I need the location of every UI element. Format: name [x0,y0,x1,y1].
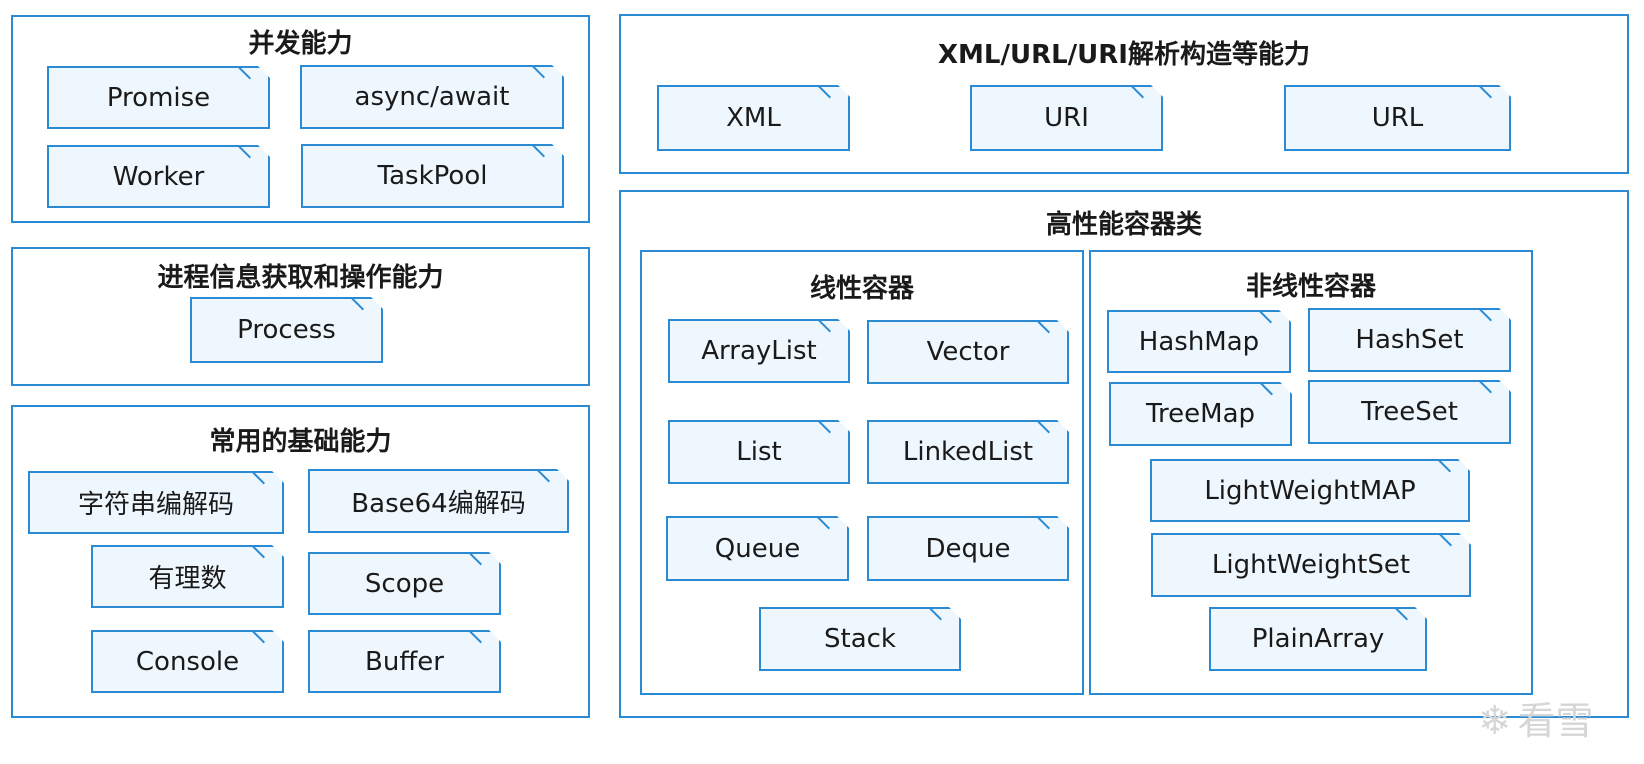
console-box: Console [91,630,284,693]
linear-container-title: 线性容器 [809,274,914,304]
rational-box: 有理数 [91,545,284,608]
plainarray-box: PlainArray [1209,607,1427,671]
buffer-box: Buffer [308,630,501,693]
async-await-box: async/await [300,65,564,129]
lightweightset-box: LightWeightSet [1151,533,1471,597]
arraylist-box: ArrayList [668,319,850,383]
common-title: 常用的基础能力 [209,427,392,457]
lightweightmap-box: LightWeightMAP [1150,459,1470,522]
url-box: URL [1284,85,1511,151]
xml-box: XML [657,85,850,151]
snowflake-icon: ❄ [1478,698,1512,744]
queue-box: Queue [666,516,849,581]
nonlinear-container-title: 非线性容器 [1245,272,1376,302]
process-box: Process [190,297,383,363]
worker-box: Worker [47,145,270,208]
taskpool-box: TaskPool [301,144,564,208]
treeset-box: TreeSet [1308,380,1511,444]
treemap-box: TreeMap [1109,382,1292,446]
watermark: ❄看雪 [1478,690,1594,745]
hashmap-box: HashMap [1107,310,1291,373]
scope-box: Scope [308,552,501,615]
watermark-text: 看雪 [1517,699,1594,743]
xml-url-title: XML/URL/URI解析构造等能力 [938,40,1310,70]
promise-box: Promise [47,66,270,129]
process-title: 进程信息获取和操作能力 [157,263,444,293]
base64-codec-box: Base64编解码 [308,469,569,533]
hashset-box: HashSet [1308,308,1511,372]
linkedlist-box: LinkedList [867,420,1069,484]
vector-box: Vector [867,320,1069,384]
deque-box: Deque [867,516,1069,581]
concurrency-title: 并发能力 [248,29,353,59]
list-box: List [668,420,850,484]
string-codec-box: 字符串编解码 [28,471,284,534]
stack-box: Stack [759,607,961,671]
containers-title: 高性能容器类 [1045,210,1202,240]
uri-box: URI [970,85,1163,151]
